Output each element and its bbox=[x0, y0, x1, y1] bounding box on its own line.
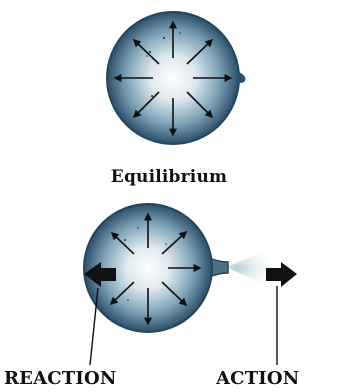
reaction-label: REACTION bbox=[4, 368, 117, 389]
equilibrium-label: Equilibrium bbox=[0, 167, 338, 187]
action-label: ACTION bbox=[216, 368, 299, 389]
balloon-equilibrium bbox=[107, 12, 245, 144]
balloon-escaping bbox=[84, 204, 297, 365]
